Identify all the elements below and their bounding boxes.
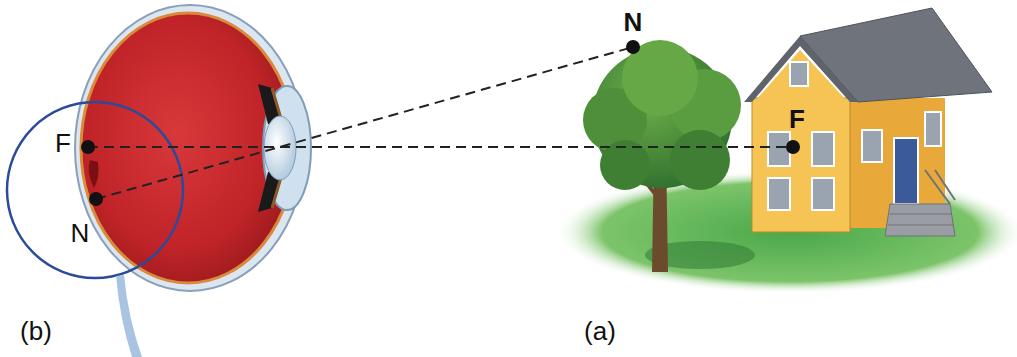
house	[744, 8, 992, 236]
points-part	[81, 140, 95, 154]
magnifier	[7, 102, 183, 357]
house-part	[790, 62, 808, 86]
tree-part	[670, 130, 730, 190]
sight-lines	[88, 47, 793, 199]
tree	[583, 40, 741, 272]
house-part	[888, 214, 954, 225]
points-part	[786, 140, 800, 154]
house-part	[768, 178, 790, 210]
magnifier-part	[7, 102, 183, 278]
sight-lines-part	[96, 47, 633, 199]
house-part	[812, 132, 834, 166]
house-part	[800, 8, 992, 102]
house-part	[925, 170, 955, 204]
point-label: F	[789, 106, 805, 132]
point-label: N	[624, 9, 643, 35]
points	[81, 40, 800, 206]
eyeball-part	[89, 160, 99, 188]
points-part	[626, 40, 640, 54]
house-part	[885, 204, 955, 236]
house-part	[925, 112, 941, 146]
panel-label: (a)	[584, 318, 616, 344]
sight-lines-part	[88, 146, 793, 148]
panel-label: (b)	[20, 318, 52, 344]
point-label: F	[55, 130, 71, 156]
house-part	[894, 138, 918, 204]
house-part	[812, 178, 834, 210]
tree-part	[622, 40, 698, 116]
house-part	[752, 98, 850, 232]
house-part	[862, 130, 882, 162]
point-label: N	[71, 220, 90, 246]
points-part	[89, 192, 103, 206]
magnifier-part	[116, 275, 142, 357]
